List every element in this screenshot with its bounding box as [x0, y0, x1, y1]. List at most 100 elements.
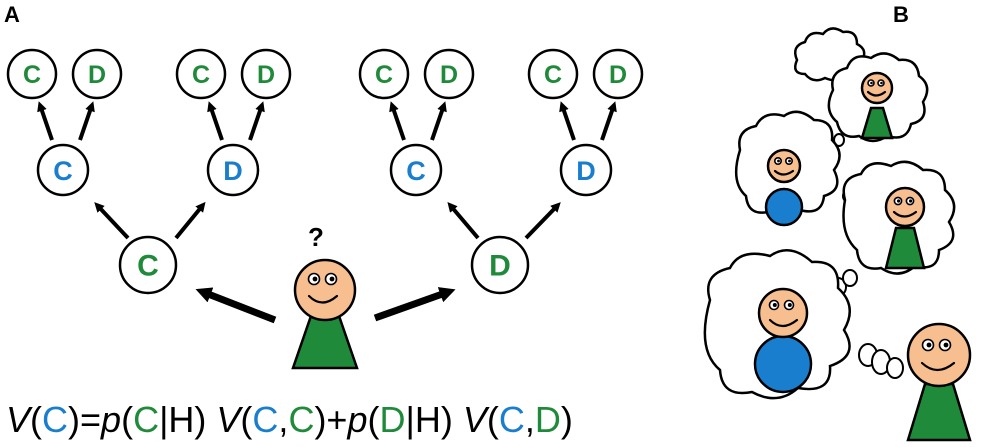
tree-edge	[524, 202, 561, 240]
thinker-pupil	[943, 342, 949, 348]
tree-node-label: C	[406, 156, 426, 186]
thinker-mouth	[768, 318, 799, 328]
thinker-figure	[753, 287, 813, 394]
formula-part: (	[121, 399, 133, 440]
tree-edge	[78, 101, 95, 141]
formula-part: C	[42, 399, 68, 440]
formula-part: ,	[278, 399, 288, 440]
thinker-mouth	[892, 210, 918, 218]
tree-node	[389, 143, 443, 197]
thinker-face	[766, 148, 802, 184]
tree-node	[71, 48, 123, 100]
formula-part: (	[367, 399, 379, 440]
tree-node-label: C	[375, 61, 393, 89]
tree-edge	[37, 101, 54, 141]
agent-pupil	[312, 276, 318, 282]
thinker-pupil	[870, 81, 873, 85]
thinker-pupil	[926, 342, 932, 348]
thinker-face	[860, 71, 894, 105]
formula-part: )=	[68, 399, 101, 440]
formula-part: V	[216, 399, 243, 440]
tree-node-label: C	[137, 250, 159, 283]
choice-arrow-left	[195, 287, 277, 324]
thinker-figure	[884, 186, 926, 270]
tree-node-label: C	[544, 61, 562, 89]
question-mark: ?	[308, 222, 324, 252]
tree-node	[118, 235, 178, 295]
thinker-pupil	[772, 303, 777, 307]
tree-node-label: D	[257, 61, 275, 89]
formula-part: p	[100, 399, 121, 440]
tree-edge	[389, 101, 406, 141]
panel-b-label: B	[893, 2, 909, 27]
thinker-face	[906, 322, 972, 388]
thinker-mouth	[866, 90, 887, 97]
tree-node	[36, 143, 90, 197]
formula-part: |H)	[159, 399, 216, 440]
tree-edge	[430, 101, 447, 141]
tree-edge	[600, 101, 617, 141]
formula-part: D	[379, 399, 405, 440]
thinker-mouth	[920, 361, 956, 372]
formula-part: D	[535, 399, 561, 440]
thinker-pupil	[897, 199, 901, 203]
tree-node	[175, 48, 227, 100]
tree-node-label: D	[440, 61, 458, 89]
tree-node-label: C	[192, 61, 210, 89]
tree-node	[240, 48, 292, 100]
thinker-body	[884, 226, 926, 270]
thought-bubble	[886, 357, 904, 379]
tree-edge	[94, 202, 130, 240]
tree-node	[470, 235, 530, 295]
tree-edge	[248, 101, 265, 141]
tree-node	[559, 143, 613, 197]
agent-face	[293, 258, 357, 322]
tree-node	[358, 48, 410, 100]
tree-node-label: D	[223, 156, 243, 186]
agent-mouth	[307, 294, 339, 304]
formula-part: (	[487, 399, 499, 440]
tree-node	[6, 48, 58, 100]
thought-bubble	[842, 269, 858, 287]
thinker-body	[764, 187, 804, 227]
thinker-pupil	[880, 81, 883, 85]
tree-node-label: C	[53, 156, 73, 186]
formula-part: (	[240, 399, 252, 440]
tree-node-label: D	[489, 250, 511, 283]
thinker-pupil	[777, 159, 780, 163]
value-formula: V(C)=p(C|H) V(C,C)+p(D|H) V(C,D)	[6, 399, 573, 440]
formula-part: C	[499, 399, 525, 440]
tree-node-label: D	[88, 61, 106, 89]
thinker-pupil	[909, 199, 913, 203]
formula-part: ,	[525, 399, 535, 440]
choice-arrow-right	[373, 287, 456, 322]
thinker-face	[884, 186, 926, 228]
formula-part: (	[30, 399, 42, 440]
formula-part: V	[6, 399, 33, 440]
thinker-face	[757, 287, 809, 339]
tree-edge	[174, 201, 206, 240]
thinker-body	[860, 106, 894, 140]
formula-part: V	[463, 399, 490, 440]
tree-node-label: D	[576, 156, 596, 186]
thinker-figure	[860, 71, 894, 140]
formula-part: C	[133, 399, 159, 440]
formula-part: |H)	[405, 399, 462, 440]
thinker-mouth	[773, 169, 795, 176]
formula-part: C	[252, 399, 278, 440]
tree-edge	[559, 101, 576, 141]
thinker-body	[906, 382, 972, 442]
formula-part: C	[288, 399, 314, 440]
tree-node	[592, 48, 644, 100]
tree-node-label: C	[23, 61, 41, 89]
formula-part: p	[346, 399, 367, 440]
panel-a-label: A	[4, 2, 20, 27]
agent-pupil	[329, 276, 335, 282]
tree-node	[423, 48, 475, 100]
tree-edge	[207, 101, 224, 141]
